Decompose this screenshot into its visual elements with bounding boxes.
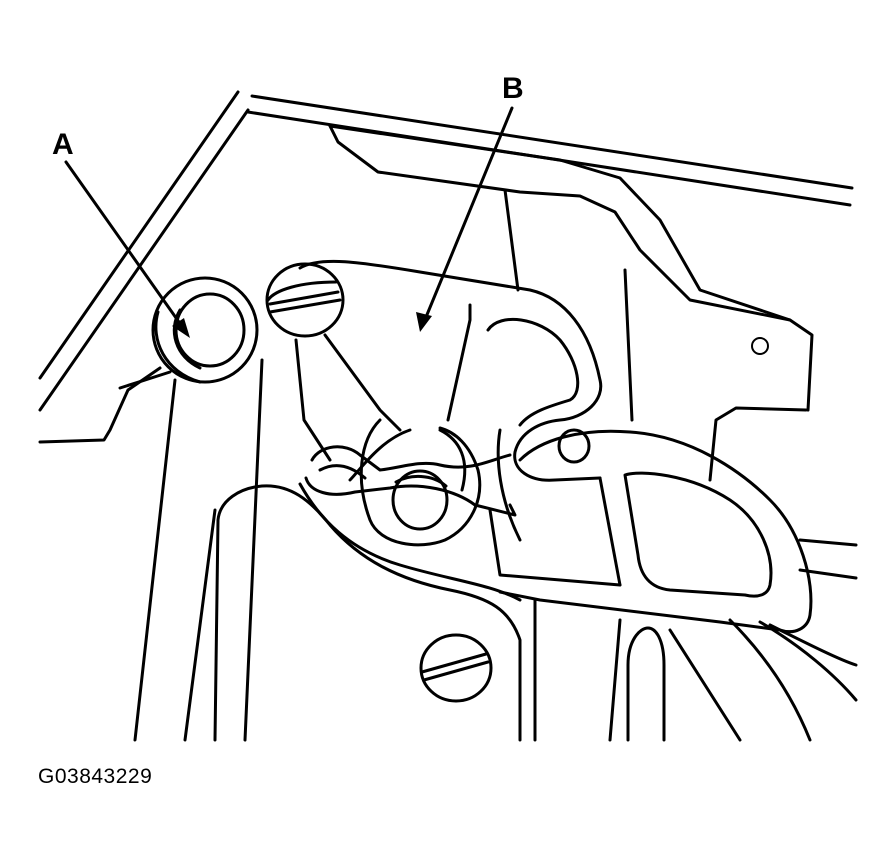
lever-pin (391, 469, 449, 531)
callout-a-leader (64, 160, 190, 338)
figure-code: G03843229 (38, 765, 153, 788)
housing-outline (38, 90, 854, 742)
lower-plate (213, 482, 858, 742)
bushing-a (151, 276, 259, 384)
spring-clip (304, 445, 517, 517)
upper-rail (328, 124, 814, 482)
upper-screw (265, 262, 345, 338)
bracket (488, 429, 858, 634)
lower-screw (419, 633, 493, 703)
callout-label-b: B (502, 72, 524, 105)
small-pin (557, 428, 591, 464)
callout-b-leader (416, 106, 514, 332)
callout-label-a: A (52, 128, 74, 161)
